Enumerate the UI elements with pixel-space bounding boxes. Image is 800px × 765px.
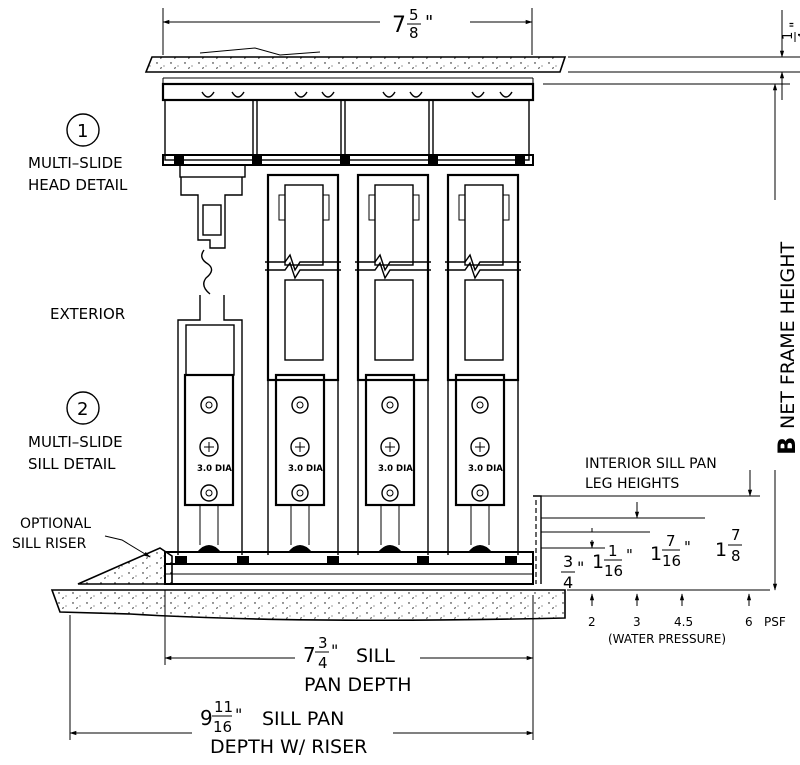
leg-4-num: 7 xyxy=(731,526,741,544)
psf-scale: 2 3 4.5 6 PSF (WATER PRESSURE) xyxy=(588,615,786,646)
net-frame-height-symbol: B xyxy=(773,437,800,455)
leg-4-whole: 1 xyxy=(715,539,727,561)
sliding-panel-1 xyxy=(266,173,340,382)
top-width-den: 8 xyxy=(409,24,419,42)
leg-height-4: 1 7 8 xyxy=(715,526,742,565)
dia-label-3: 3.0 DIA xyxy=(378,464,413,474)
roller-box-1: 3.0 DIA xyxy=(183,373,235,507)
leg-2-num: 1 xyxy=(608,542,618,560)
leg-3-den: 16 xyxy=(662,552,681,570)
psf-unit: PSF xyxy=(764,615,786,629)
riser-depth-den: 16 xyxy=(213,718,232,736)
optional-riser-line1: OPTIONAL xyxy=(20,516,91,532)
riser-depth-num: 11 xyxy=(214,698,233,716)
leg-3-num: 7 xyxy=(666,532,676,550)
leg-4-den: 8 xyxy=(731,547,741,565)
interior-leg-line2: LEG HEIGHTS xyxy=(585,476,679,492)
psf-1: 2 xyxy=(588,615,596,629)
interior-leg-line1: INTERIOR SILL PAN xyxy=(585,456,717,472)
sill-depth-suffix: SILL xyxy=(356,645,395,667)
roller-box-2: 3.0 DIA xyxy=(274,373,326,507)
leg-1-num: 3 xyxy=(563,552,573,571)
sill-frame xyxy=(164,545,534,585)
optional-riser-label: OPTIONAL SILL RISER xyxy=(12,516,151,558)
roller-box-4: 3.0 DIA xyxy=(454,373,506,507)
dia-label-2: 3.0 DIA xyxy=(288,464,323,474)
riser-depth-unit: " xyxy=(235,705,242,724)
top-thickness-dimension: 1 4 " xyxy=(568,10,800,100)
net-frame-height-text: NET FRAME HEIGHT xyxy=(777,241,799,429)
roller-box-3: 3.0 DIA xyxy=(364,373,416,507)
head-substrate xyxy=(144,56,567,73)
leg-2-den: 16 xyxy=(604,562,623,580)
riser-depth-line2: DEPTH W/ RISER xyxy=(210,736,367,758)
leg-3-whole: 1 xyxy=(650,543,662,565)
break-lines xyxy=(201,249,521,295)
psf-3: 4.5 xyxy=(674,615,693,629)
floor-slab xyxy=(50,589,566,622)
callout-2-number: 2 xyxy=(77,399,88,420)
top-thickness-unit: " xyxy=(788,22,800,28)
psf-4: 6 xyxy=(745,615,753,629)
sill-depth-unit: " xyxy=(331,641,338,660)
sill-depth-num: 3 xyxy=(318,634,328,652)
sill-depth-den: 4 xyxy=(318,654,328,672)
leg-1-unit: " xyxy=(577,558,584,577)
leg-2-whole: 1 xyxy=(592,551,604,573)
optional-riser-line2: SILL RISER xyxy=(12,536,87,552)
leg-height-3: 1 7 16 " xyxy=(650,532,691,570)
callout-2-line2: SILL DETAIL xyxy=(28,455,116,473)
water-pressure-label: (WATER PRESSURE) xyxy=(608,632,726,646)
leg-height-1: 3 4 " xyxy=(561,552,584,592)
exterior-panel-head xyxy=(180,177,243,249)
sill-pan-depth-dimension: 7 3 4 " SILL PAN DEPTH xyxy=(164,590,534,696)
riser-depth-suffix: SILL PAN xyxy=(262,708,344,730)
top-thickness-num: 1 xyxy=(781,32,796,40)
sliding-panel-3 xyxy=(446,173,520,382)
net-frame-height-dimension: B NET FRAME HEIGHT xyxy=(543,83,800,591)
head-frame xyxy=(161,77,535,178)
callout-1-line1: MULTI–SLIDE xyxy=(28,154,123,172)
top-width-num: 5 xyxy=(409,6,419,24)
top-width-dimension: 7 5 8 " xyxy=(162,6,533,55)
sill-depth-line2: PAN DEPTH xyxy=(304,674,411,696)
sliding-panel-2 xyxy=(356,173,430,382)
callout-head-detail: 1 MULTI–SLIDE HEAD DETAIL xyxy=(28,113,128,194)
leg-2-unit: " xyxy=(626,546,633,564)
exterior-label: EXTERIOR xyxy=(50,305,125,323)
panel-stiles xyxy=(199,380,519,555)
interior-sill-pan-legs xyxy=(533,470,770,606)
sill-depth-whole: 7 xyxy=(303,643,316,667)
sill-pan-depth-riser-dimension: 9 11 16 " SILL PAN DEPTH W/ RISER xyxy=(69,615,534,758)
dia-label-4: 3.0 DIA xyxy=(468,464,503,474)
dia-label-1: 3.0 DIA xyxy=(197,464,232,474)
callout-sill-detail: 2 MULTI–SLIDE SILL DETAIL xyxy=(28,391,123,473)
callout-2-line1: MULTI–SLIDE xyxy=(28,433,123,451)
callout-1-number: 1 xyxy=(77,121,88,142)
leg-1-den: 4 xyxy=(563,573,573,592)
sill-riser xyxy=(77,547,173,585)
psf-2: 3 xyxy=(633,615,641,629)
top-width-whole: 7 xyxy=(392,13,406,38)
leg-height-2: 1 1 16 " xyxy=(592,542,633,580)
riser-depth-whole: 9 xyxy=(200,706,213,730)
top-thickness-den: 4 xyxy=(797,32,800,40)
leg-3-unit: " xyxy=(684,538,691,556)
top-width-unit: " xyxy=(425,12,433,33)
callout-1-line2: HEAD DETAIL xyxy=(28,176,128,194)
